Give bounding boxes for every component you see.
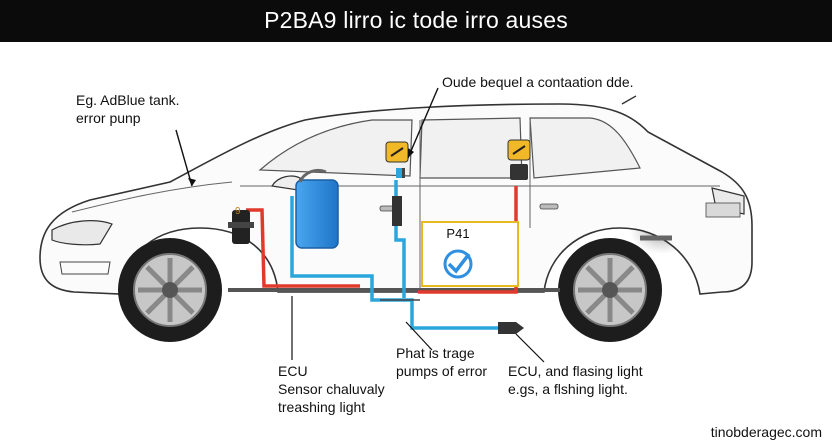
warning-icon [507,139,531,161]
control-box [510,164,528,180]
label-top-right: Oude bequel a contaation dde. [442,74,634,90]
callout-tank [175,129,193,187]
label-bottom-left-2: Sensor chaluvaly [278,381,385,397]
label-bottom-left-1: ECU [278,363,308,379]
rear-wheel [558,238,662,342]
diagram-title: P2BA9 lirro ic tode irro auses [264,7,568,33]
callout-light [515,333,545,363]
pump-component [228,210,254,244]
pump-marker: 9 [235,206,241,217]
label-bottom-right-2: e.gs, a flshing light. [508,381,628,397]
headlight [51,220,113,246]
mirror [271,175,301,191]
panel-code: P41 [446,226,469,241]
adblue-tank [295,179,339,249]
label-top-left-2: error punp [76,110,141,126]
watermark: tinobderagec.com [710,424,822,440]
callout-pump [405,321,433,351]
warning-icon [385,141,409,163]
title-bar: P2BA9 lirro ic tode irro auses [0,0,832,42]
sensor-connector [392,196,402,226]
car-diagram: P41 9 [39,87,753,363]
windows [258,119,413,177]
label-bottom-mid-1: Phat is trage [396,345,475,361]
nozzle [498,322,524,334]
red-line-front [246,208,360,288]
code-panel [421,221,519,287]
label-bottom-left-3: treashing light [278,399,366,415]
label-top-left-1: Eg. AdBlue tank. [76,92,180,108]
label-bottom-right-1: ECU, and flasing light [508,363,643,379]
label-bottom-mid-2: pumps of error [396,363,488,379]
callout-top [407,87,439,159]
front-wheel [118,238,222,342]
check-icon [443,249,473,279]
